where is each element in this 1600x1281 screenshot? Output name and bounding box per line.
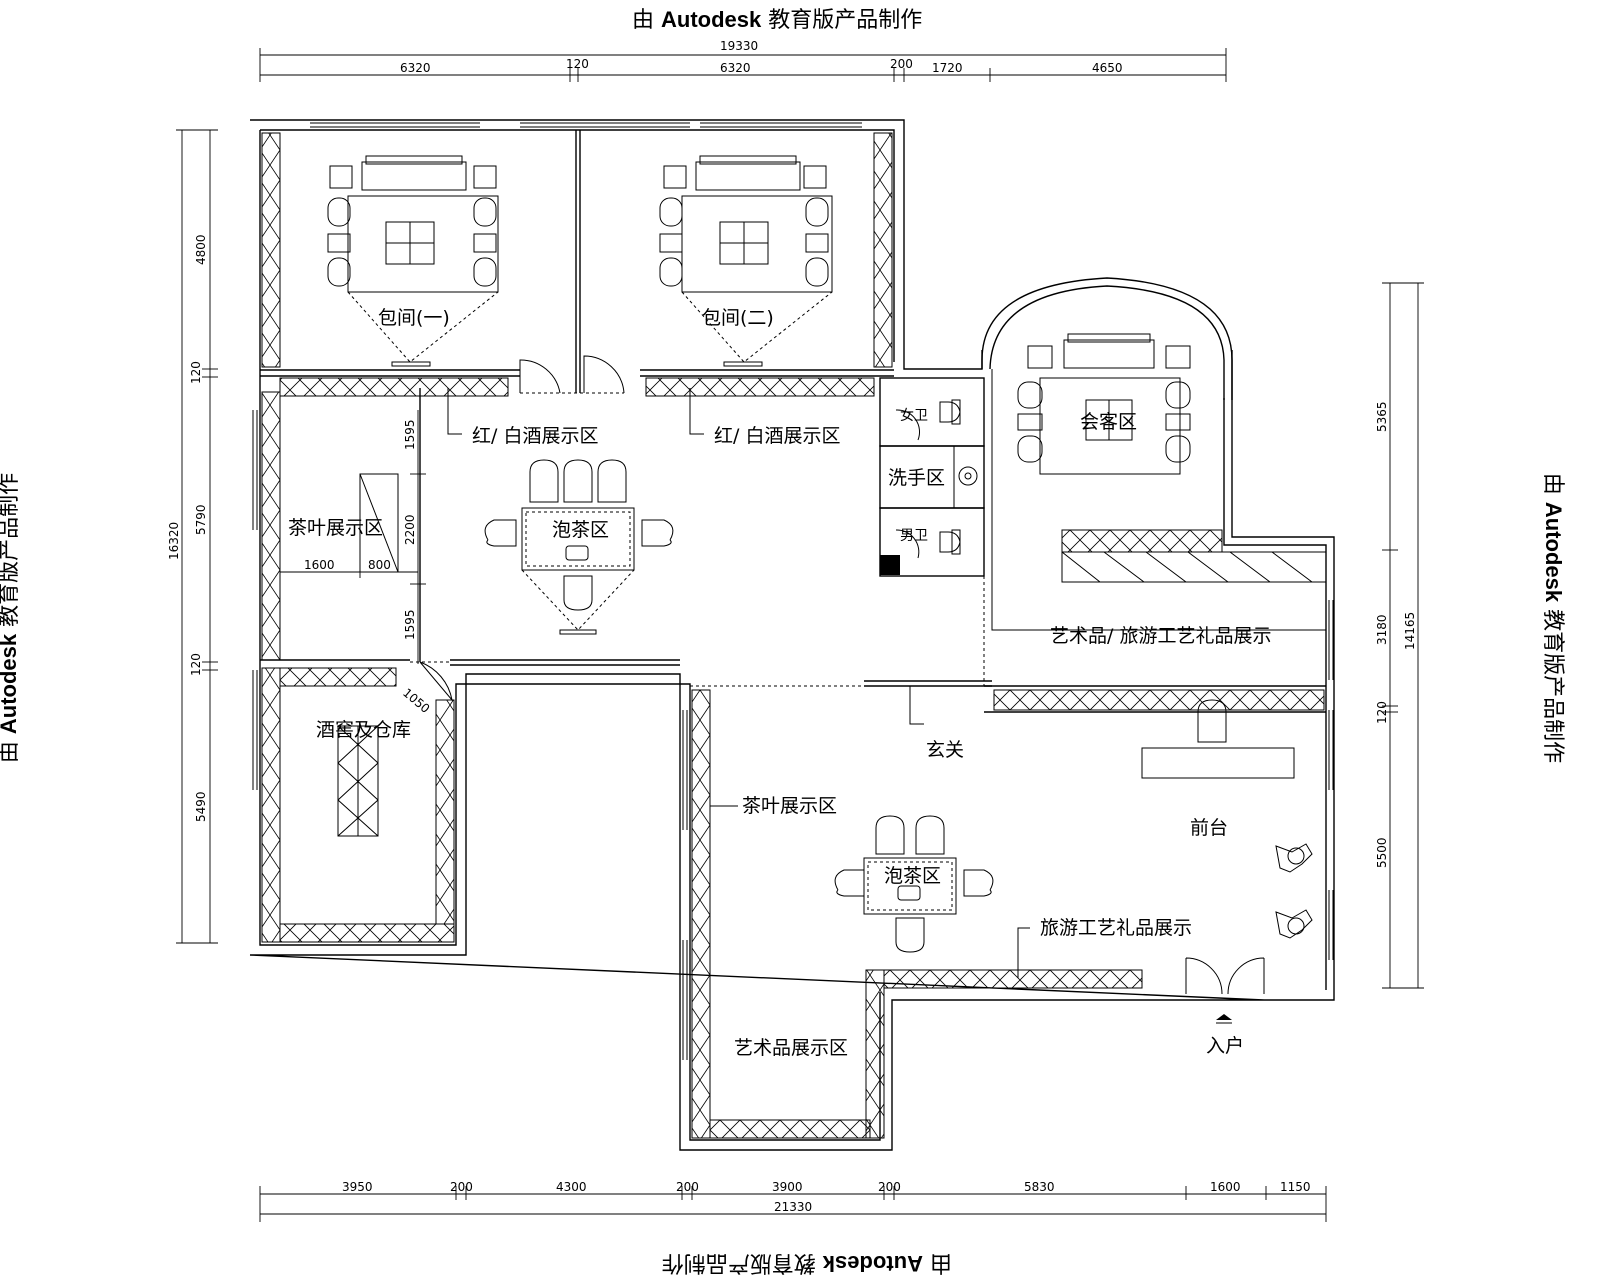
dim-right-0: 5365 — [1375, 401, 1389, 432]
dim-left-2: 5790 — [194, 504, 208, 535]
dim-tea-v-0: 1595 — [403, 419, 417, 450]
dim-left-3: 120 — [189, 653, 203, 676]
label-hand-wash: 洗手区 — [888, 467, 945, 489]
room-labels: 包间(一) 包间(二) 红/ 白酒展示区 红/ 白酒展示区 茶叶展示区 泡茶区 … — [288, 307, 1271, 1059]
meeting-room-bay — [981, 277, 1326, 631]
dim-bottom-1: 200 — [450, 1180, 473, 1194]
dim-left-1: 120 — [189, 361, 203, 384]
dim-bottom-total: 21330 — [774, 1200, 812, 1214]
label-art-display: 艺术品展示区 — [734, 1037, 848, 1059]
private-room-1-furniture — [327, 155, 499, 367]
private-room-2-furniture — [659, 155, 833, 367]
dim-tea-h-1: 800 — [368, 558, 391, 572]
label-tea-brewing-center: 泡茶区 — [552, 519, 609, 541]
label-tea-brewing-lobby: 泡茶区 — [884, 865, 941, 887]
label-entrance: 入户 — [1206, 1035, 1244, 1057]
watermark-brand: Autodesk — [661, 7, 762, 32]
label-art-travel-display: 艺术品/ 旅游工艺礼品展示 — [1050, 625, 1271, 647]
dim-bottom-5: 200 — [878, 1180, 901, 1194]
dim-bottom-6: 5830 — [1024, 1180, 1055, 1194]
dim-bottom-8: 1150 — [1280, 1180, 1311, 1194]
dim-right-total: 14165 — [1403, 612, 1417, 650]
dim-top-4: 1720 — [932, 61, 963, 75]
dim-cellar-door: 1050 — [400, 686, 432, 716]
doors — [410, 355, 1265, 1024]
dim-tea-v-2: 1595 — [403, 609, 417, 640]
leader-lines — [447, 388, 1030, 978]
label-tea-display-corridor: 茶叶展示区 — [742, 795, 837, 817]
bottom-dimension-chain: 3950 200 4300 200 3900 200 5830 1600 115… — [259, 1180, 1327, 1222]
meeting-room-furniture — [1017, 333, 1191, 475]
dim-top-3: 200 — [890, 57, 913, 71]
label-private-room-1: 包间(一) — [378, 307, 450, 329]
dim-bottom-0: 3950 — [342, 1180, 373, 1194]
display-shelving — [261, 132, 1327, 1139]
watermark-suffix: 教育版产品制作 — [768, 8, 923, 33]
dim-top-2: 6320 — [720, 61, 751, 75]
right-dimension-chain: 5365 3180 120 5500 14165 — [1375, 282, 1424, 989]
reception-furniture — [1141, 699, 1313, 939]
dim-bottom-7: 1600 — [1210, 1180, 1241, 1194]
label-meeting-room: 会客区 — [1080, 411, 1137, 433]
label-wine-display-2: 红/ 白酒展示区 — [714, 425, 840, 447]
dim-tea-h-0: 1600 — [304, 558, 335, 572]
label-cellar-storage: 酒窖及仓库 — [316, 719, 411, 741]
dim-right-3: 5500 — [1375, 837, 1389, 868]
dim-right-1: 3180 — [1375, 614, 1389, 645]
dim-left-total: 16320 — [167, 522, 181, 560]
left-dimension-chain: 16320 4800 120 5790 120 5490 — [167, 129, 218, 944]
person-icon — [1275, 909, 1313, 939]
dim-bottom-3: 200 — [676, 1180, 699, 1194]
interior-walls — [260, 130, 1326, 713]
top-dimension-chain: 19330 6320 120 6320 200 1720 4650 — [259, 39, 1227, 82]
sink-icon — [958, 466, 978, 486]
dim-top-0: 6320 — [400, 61, 431, 75]
dim-top-1: 120 — [566, 57, 589, 71]
label-travel-gift-display: 旅游工艺礼品展示 — [1040, 917, 1192, 939]
label-private-room-2: 包间(二) — [702, 307, 774, 329]
dim-top-total: 19330 — [720, 39, 758, 53]
label-reception: 前台 — [1190, 817, 1228, 839]
watermark-top: 由 Autodesk 教育版产品制作 — [632, 2, 922, 34]
person-icon — [1275, 843, 1313, 873]
dim-right-2: 120 — [1375, 701, 1389, 724]
label-mens-wc: 男卫 — [900, 528, 928, 544]
watermark-prefix: 由 — [632, 8, 655, 33]
wc-fixtures — [939, 399, 978, 555]
tea-brewing-center-furniture — [484, 459, 674, 635]
dim-left-4: 5490 — [194, 791, 208, 822]
label-foyer: 玄关 — [926, 739, 964, 761]
label-tea-display-west: 茶叶展示区 — [288, 517, 383, 539]
toilet-icon — [939, 399, 961, 425]
toilet-icon — [939, 529, 961, 555]
dim-left-0: 4800 — [194, 234, 208, 265]
dim-bottom-4: 3900 — [772, 1180, 803, 1194]
tea-brewing-lobby-furniture — [834, 815, 994, 953]
label-wine-display-1: 红/ 白酒展示区 — [472, 425, 598, 447]
dim-tea-v-1: 2200 — [403, 514, 417, 545]
dim-top-5: 4650 — [1092, 61, 1123, 75]
dim-bottom-2: 4300 — [556, 1180, 587, 1194]
label-womens-wc: 女卫 — [900, 407, 928, 424]
